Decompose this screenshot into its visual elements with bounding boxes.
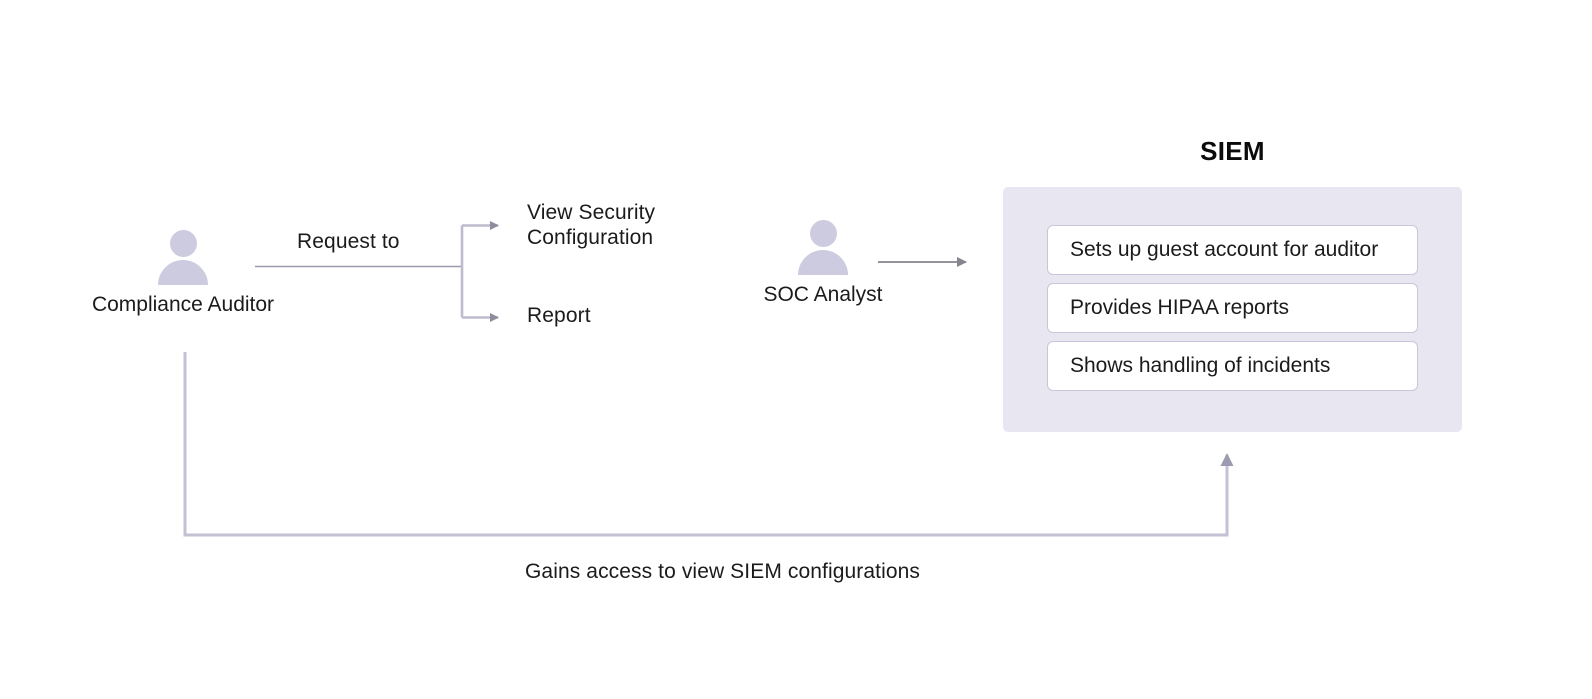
edge-label-view-security-configuration: View Security Configuration — [527, 201, 656, 249]
person-icon — [794, 218, 852, 276]
person-icon — [154, 228, 212, 286]
edge-branch-bracket — [460, 221, 499, 322]
siem-card[interactable]: Provides HIPAA reports — [1047, 283, 1418, 333]
siem-group-title: SIEM — [1200, 136, 1265, 166]
siem-card-label: Shows handling of incidents — [1070, 354, 1331, 377]
actor-label-compliance-auditor: Compliance Auditor — [91, 293, 275, 316]
siem-card-label: Sets up guest account for auditor — [1070, 238, 1379, 261]
edge-label-report: Report — [527, 304, 591, 327]
actor-label-soc-analyst: SOC Analyst — [763, 283, 883, 306]
person-icon-head — [810, 220, 837, 247]
person-icon-head — [170, 230, 197, 257]
person-icon-body — [158, 260, 208, 285]
person-icon-body — [798, 250, 848, 275]
siem-group-panel: Sets up guest account for auditor Provid… — [1003, 187, 1462, 432]
siem-card-list: Sets up guest account for auditor Provid… — [1047, 225, 1418, 391]
edge-label-gains-access: Gains access to view SIEM configurations — [525, 560, 921, 583]
edge-label-request-to: Request to — [297, 230, 400, 253]
siem-card-label: Provides HIPAA reports — [1070, 296, 1290, 319]
actor-soc-analyst[interactable]: SOC Analyst — [763, 218, 883, 306]
siem-card[interactable]: Sets up guest account for auditor — [1047, 225, 1418, 275]
actor-compliance-auditor[interactable]: Compliance Auditor — [92, 228, 274, 316]
siem-card[interactable]: Shows handling of incidents — [1047, 341, 1418, 391]
